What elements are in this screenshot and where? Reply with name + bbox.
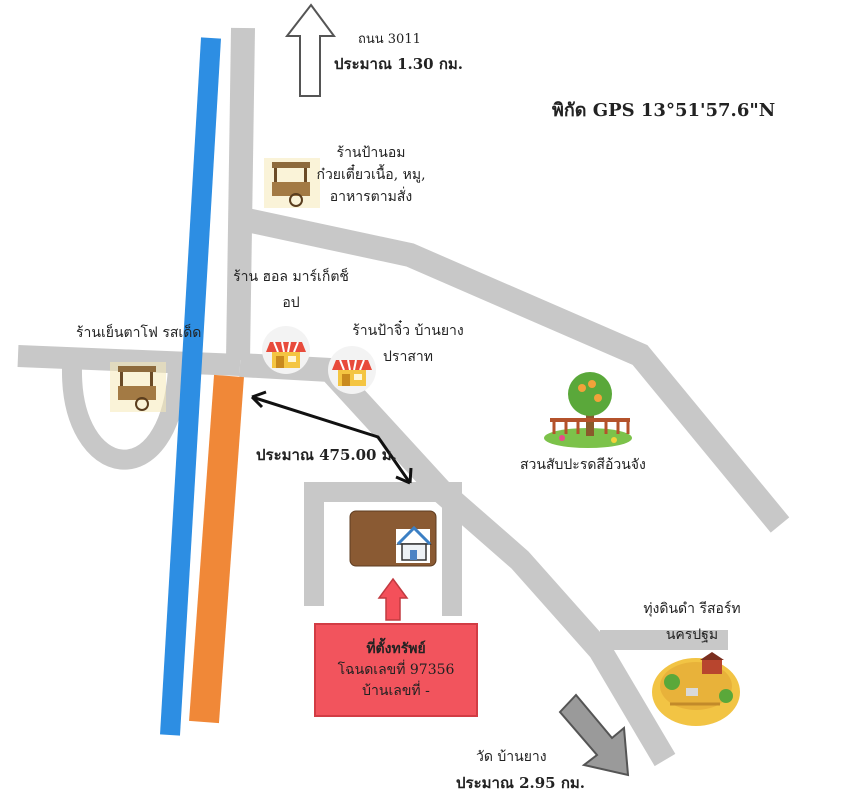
canal: [160, 37, 221, 736]
noodle-shop-label: ร้านป้านอม ก๋วยเตี๋ยวเนื้อ, หมู, อาหารตา…: [316, 145, 426, 205]
property-info-box: ที่ตั้งทรัพย์ โฉนดเลขที่ 97356 บ้านเลขที…: [314, 623, 478, 717]
property-deed-number: โฉนดเลขที่ 97356: [337, 661, 455, 678]
food-cart-icon: [264, 158, 320, 208]
south-distance-label: ประมาณ 2.95 กม.: [456, 774, 586, 792]
resort-label: ทุ่งดินดำ รีสอร์ท นครปฐม: [643, 601, 741, 643]
orange-road: [189, 374, 244, 724]
south-arrow: [558, 693, 630, 777]
side-distance-label: ประมาณ 475.00 ม.: [256, 446, 397, 464]
garden-icon: [544, 372, 632, 448]
aunt-shop-label: ร้านป้าจิ๋ว บ้านยาง ปราสาท: [352, 323, 464, 365]
gps-coordinates: พิกัด GPS 13°51'57.6"N: [552, 100, 776, 121]
property-plot: [349, 510, 437, 567]
northeast-road: [244, 208, 790, 533]
property-title: ที่ตั้งทรัพย์: [366, 640, 426, 657]
shop-icon: [262, 326, 310, 374]
north-arrow: [284, 3, 336, 97]
roads: [17, 27, 790, 767]
south-destination-label: วัด บ้านยาง: [476, 749, 547, 765]
orchard-label: สวนสับปะรดสีอ้วนจัง: [520, 457, 646, 473]
north-distance-label: ประมาณ 1.30 กม.: [334, 55, 464, 73]
southeast-road: [239, 353, 676, 767]
mini-mart-label: ร้าน ฮอล มาร์เก็ตช็ อป: [233, 269, 349, 311]
farm-icon: [652, 652, 740, 726]
main-north-road: [226, 27, 255, 361]
food-cart-icon: [110, 362, 166, 412]
property-arrow: [377, 577, 409, 621]
property-road: [304, 482, 462, 616]
distance-arrow: [250, 390, 413, 485]
north-road-label: ถนน 3011: [358, 32, 421, 47]
cold-drink-shop-label: ร้านเย็นตาโฟ รสเด็ด: [76, 325, 202, 341]
shop-icon: [328, 346, 376, 394]
west-loop-road: [61, 367, 188, 470]
house-icon: [396, 525, 432, 561]
west-road: [17, 345, 241, 376]
property-house-number: บ้านเลขที่ -: [362, 682, 430, 699]
